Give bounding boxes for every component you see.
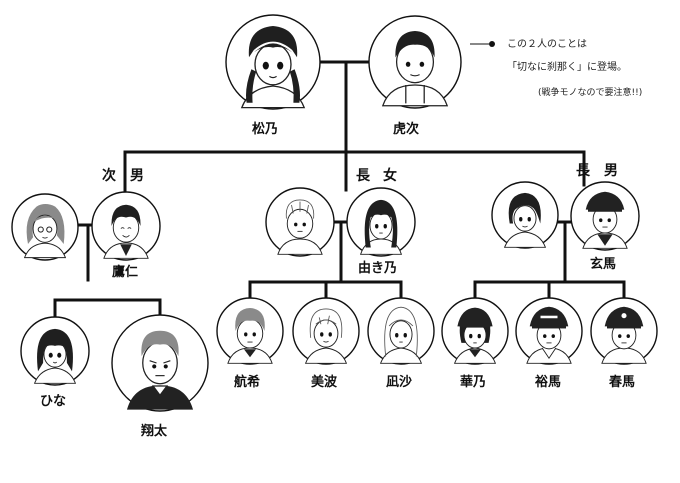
portrait-yuma <box>515 297 583 365</box>
name-yukino: 由き乃 <box>358 260 397 276</box>
portrait-yukino-husband <box>265 187 335 257</box>
name-haruma: 春馬 <box>608 374 635 390</box>
name-hina: ひな <box>40 394 66 409</box>
note-line-3: (戦争モノなので要注意!!) <box>538 86 642 98</box>
side-note: この２人のことは 「切なに刹那く」に登場。 (戦争モノなので要注意!!) <box>470 38 642 98</box>
name-takahito: 鷹仁 <box>112 264 138 280</box>
relation-label-second-son-1: 次 <box>102 167 116 184</box>
portrait-matsuno <box>225 14 321 110</box>
portrait-haruma <box>590 297 658 365</box>
name-matsuno: 松乃 <box>252 121 278 137</box>
portrait-minami <box>292 297 360 365</box>
name-minami: 美波 <box>311 374 338 390</box>
relation-label-eldest-daughter-2: 女 <box>383 167 397 184</box>
portrait-toraji <box>368 15 462 109</box>
note-line-1: この２人のことは <box>507 38 587 50</box>
name-toraji: 虎次 <box>393 121 419 137</box>
portrait-hanano <box>441 297 509 365</box>
relation-label-eldest-son-1: 長 <box>576 163 591 179</box>
name-koki: 航希 <box>234 374 260 390</box>
portrait-koki <box>216 297 284 365</box>
relation-label-second-son-2: 男 <box>130 168 144 184</box>
name-shota: 翔太 <box>140 423 168 439</box>
portrait-takahito <box>91 191 161 261</box>
relation-label-eldest-son-2: 男 <box>604 163 618 179</box>
portrait-shota <box>111 314 209 412</box>
note-line-2: 「切なに刹那く」に登場。 <box>507 60 627 73</box>
name-nagisa: 凪沙 <box>386 375 412 390</box>
note-pin-icon <box>489 41 495 47</box>
portrait-yukino <box>346 187 416 257</box>
name-genma: 玄馬 <box>590 256 616 272</box>
name-yuma: 裕馬 <box>534 374 561 390</box>
tree-lines <box>53 60 626 320</box>
portrait-nagisa <box>367 297 435 365</box>
portrait-genma <box>570 181 640 251</box>
portrait-hina <box>20 316 90 386</box>
name-hanano: 華乃 <box>460 374 486 390</box>
portrait-takahito-wife <box>11 193 79 261</box>
relation-label-eldest-daughter-1: 長 <box>356 168 371 184</box>
portrait-genma-wife <box>491 181 559 249</box>
